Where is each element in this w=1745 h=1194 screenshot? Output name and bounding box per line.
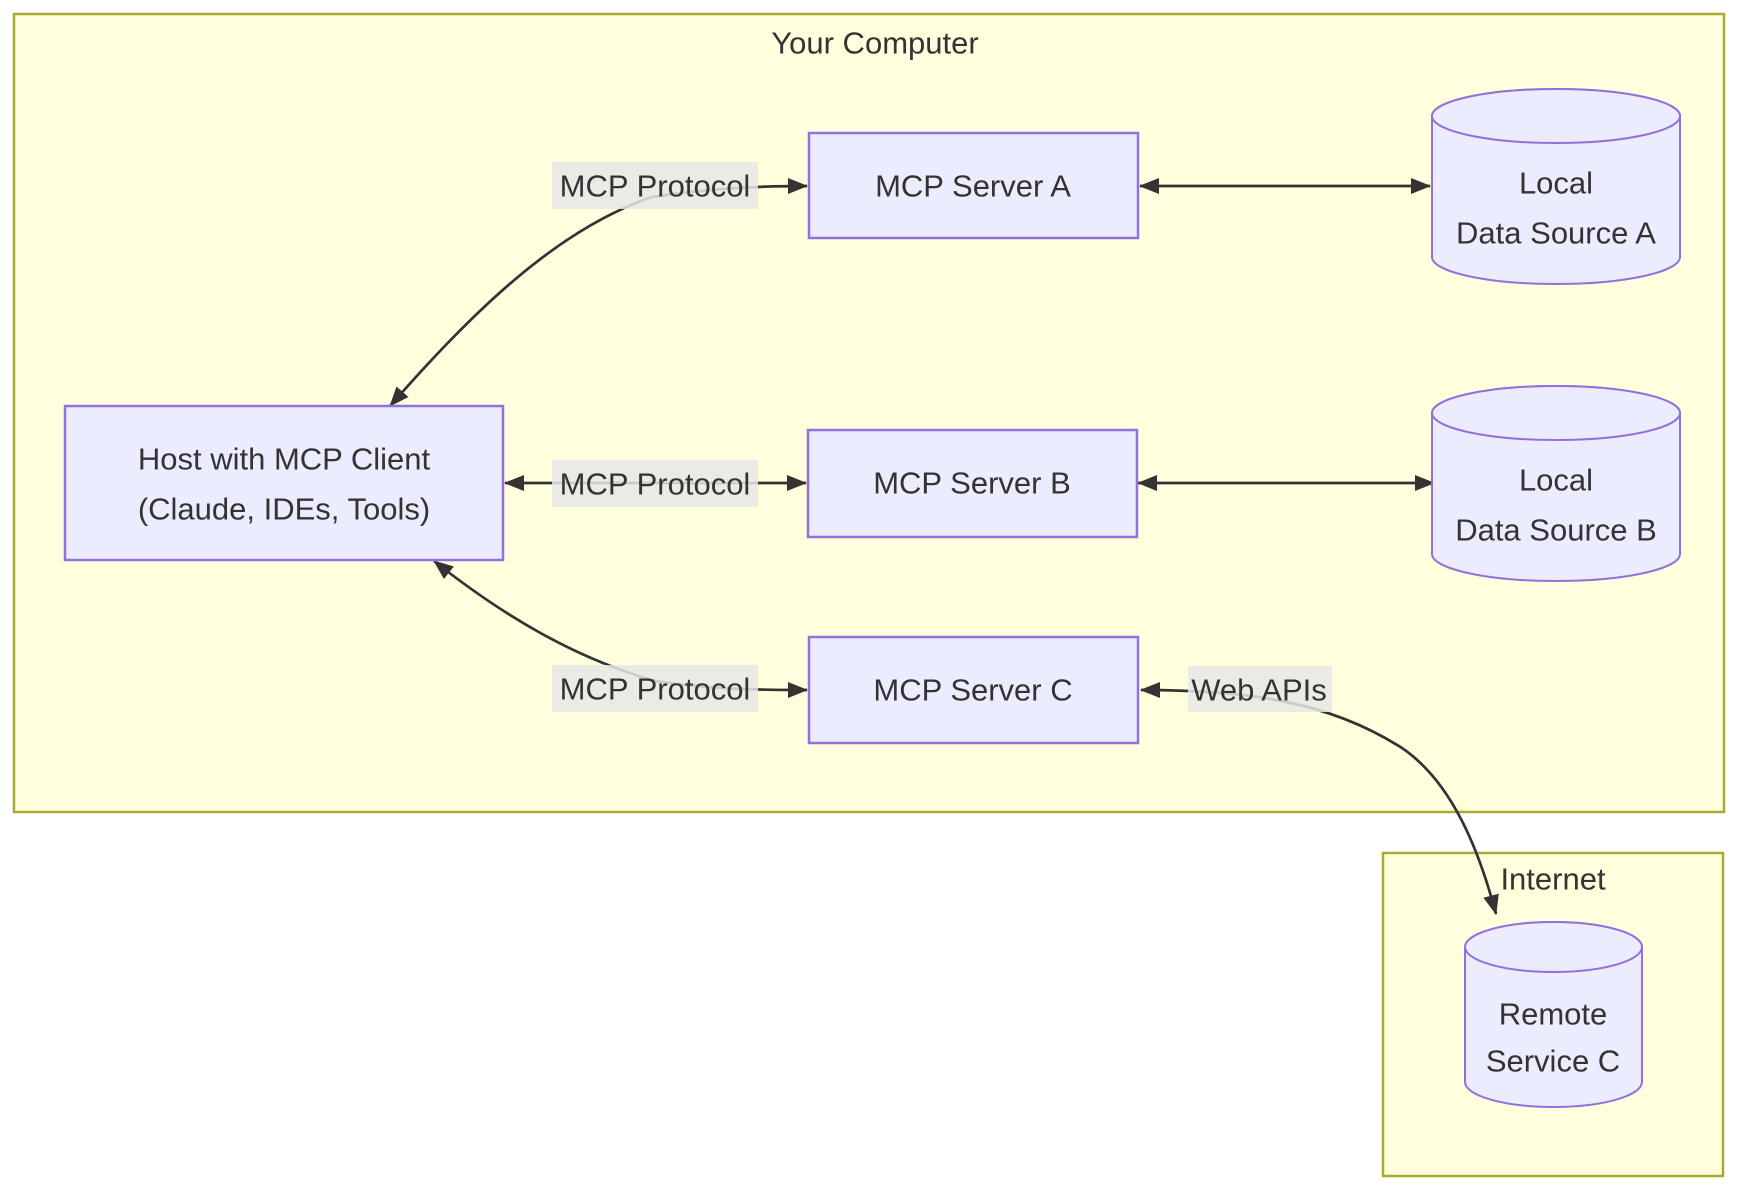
mcp-server-b-box	[806, 428, 1139, 539]
data-b-label-line1: Local	[1519, 463, 1593, 498]
node-local-data-source-b: Local Data Source B	[1431, 385, 1681, 582]
edge-label-text: Web APIs	[1191, 673, 1327, 708]
node-mcp-server-c: MCP Server C	[807, 635, 1140, 745]
mcp-server-b-label: MCP Server B	[873, 466, 1071, 501]
edge-label-bg	[552, 460, 758, 507]
node-remote-service-c: Remote Service C	[1464, 921, 1643, 1108]
data-b-label-line2: Data Source B	[1455, 513, 1657, 548]
internet-title: Internet	[1500, 862, 1606, 897]
edge-label-bg	[1188, 666, 1332, 712]
cylinder-top	[1464, 921, 1643, 973]
node-mcp-server-b: MCP Server B	[806, 428, 1139, 539]
edge-label-bg	[552, 162, 758, 209]
node-local-data-source-a: Local Data Source A	[1431, 88, 1681, 285]
edge-label-web-apis: Web APIs	[1188, 666, 1332, 712]
cylinder-top	[1431, 88, 1681, 144]
mcp-server-c-label: MCP Server C	[873, 673, 1072, 708]
mcp-server-a-label: MCP Server A	[875, 169, 1071, 204]
host-box	[63, 404, 505, 562]
your-computer-title: Your Computer	[771, 26, 978, 61]
data-a-label-line1: Local	[1519, 166, 1593, 201]
edge-label-text: MCP Protocol	[560, 672, 751, 707]
mcp-server-a-box	[807, 131, 1140, 240]
edge-label-bg	[552, 665, 758, 712]
host-label-line1: Host with MCP Client	[138, 442, 431, 477]
remote-c-label-line2: Service C	[1486, 1044, 1620, 1079]
edge-label-mcp-protocol-b: MCP Protocol	[552, 460, 758, 507]
edge-label-mcp-protocol-a: MCP Protocol	[552, 162, 758, 209]
node-mcp-server-a: MCP Server A	[807, 131, 1140, 240]
remote-c-label-line1: Remote	[1499, 997, 1608, 1032]
host-label-line2: (Claude, IDEs, Tools)	[138, 492, 430, 527]
cylinder-top	[1431, 385, 1681, 441]
edge-label-text: MCP Protocol	[560, 467, 751, 502]
edge-label-mcp-protocol-c: MCP Protocol	[552, 665, 758, 712]
node-host: Host with MCP Client (Claude, IDEs, Tool…	[63, 404, 505, 562]
mcp-server-c-box	[807, 635, 1140, 745]
data-a-label-line2: Data Source A	[1456, 216, 1656, 251]
edge-label-text: MCP Protocol	[560, 169, 751, 204]
